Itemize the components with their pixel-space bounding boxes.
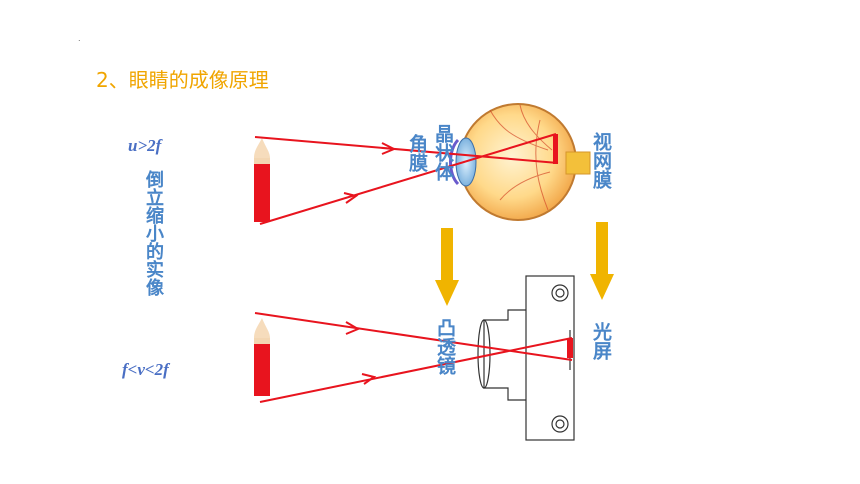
slide-mark: . bbox=[78, 34, 81, 43]
top-rays bbox=[254, 133, 559, 225]
bottom-candle bbox=[254, 318, 270, 396]
camera-bottom-knob-inner bbox=[555, 419, 565, 429]
bottom-candle-tip bbox=[254, 338, 270, 344]
cornea bbox=[449, 138, 460, 186]
optic-nerve bbox=[565, 151, 591, 175]
top-candle-flame bbox=[254, 138, 270, 158]
crystalline-lens-label: 晶状体 bbox=[432, 124, 454, 181]
eye-vessels bbox=[489, 104, 553, 211]
convex-lens-label: 凸透镜 bbox=[434, 318, 456, 375]
bottom-ray-1-arrow bbox=[345, 321, 361, 335]
lens-barrel bbox=[483, 309, 526, 401]
camera-bottom-knob-outer bbox=[551, 415, 569, 433]
right-arrow-head bbox=[590, 274, 614, 300]
camera-top-knob-inner bbox=[555, 288, 565, 298]
camera-body bbox=[525, 275, 575, 441]
retina-image bbox=[553, 134, 558, 164]
image-nature-label: 倒立缩小的实像 bbox=[143, 170, 164, 296]
eyeball bbox=[459, 103, 577, 221]
bottom-ray-2 bbox=[259, 337, 573, 403]
top-ray-1 bbox=[254, 136, 559, 164]
top-candle-body bbox=[254, 164, 270, 222]
yellow-arrows bbox=[435, 222, 614, 306]
left-arrow-head bbox=[435, 280, 459, 306]
bottom-ray-2-arrow bbox=[361, 373, 377, 385]
slide-title: 2、眼睛的成像原理 bbox=[96, 68, 269, 92]
top-ray-1-arrow bbox=[381, 142, 397, 155]
top-ray-2 bbox=[259, 133, 557, 225]
screen-image bbox=[567, 338, 573, 358]
bottom-candle-body bbox=[254, 344, 270, 396]
image-distance-condition: f<v<2f bbox=[122, 360, 169, 379]
top-candle-tip bbox=[254, 158, 270, 164]
object-distance-condition: u>2f bbox=[128, 136, 162, 155]
left-arrow-shaft bbox=[441, 228, 453, 282]
retina-label: 视网膜 bbox=[590, 132, 612, 189]
right-arrow-shaft bbox=[596, 222, 608, 276]
bottom-ray-1 bbox=[254, 312, 573, 361]
bottom-rays bbox=[254, 312, 573, 403]
bottom-candle-flame bbox=[254, 318, 270, 338]
camera-top-knob-outer bbox=[551, 284, 569, 302]
top-candle bbox=[254, 138, 270, 222]
screen-label: 光屏 bbox=[590, 322, 612, 360]
top-ray-2-arrow bbox=[343, 192, 359, 204]
eye-illustration bbox=[449, 103, 591, 221]
cornea-label: 角膜 bbox=[406, 134, 428, 172]
